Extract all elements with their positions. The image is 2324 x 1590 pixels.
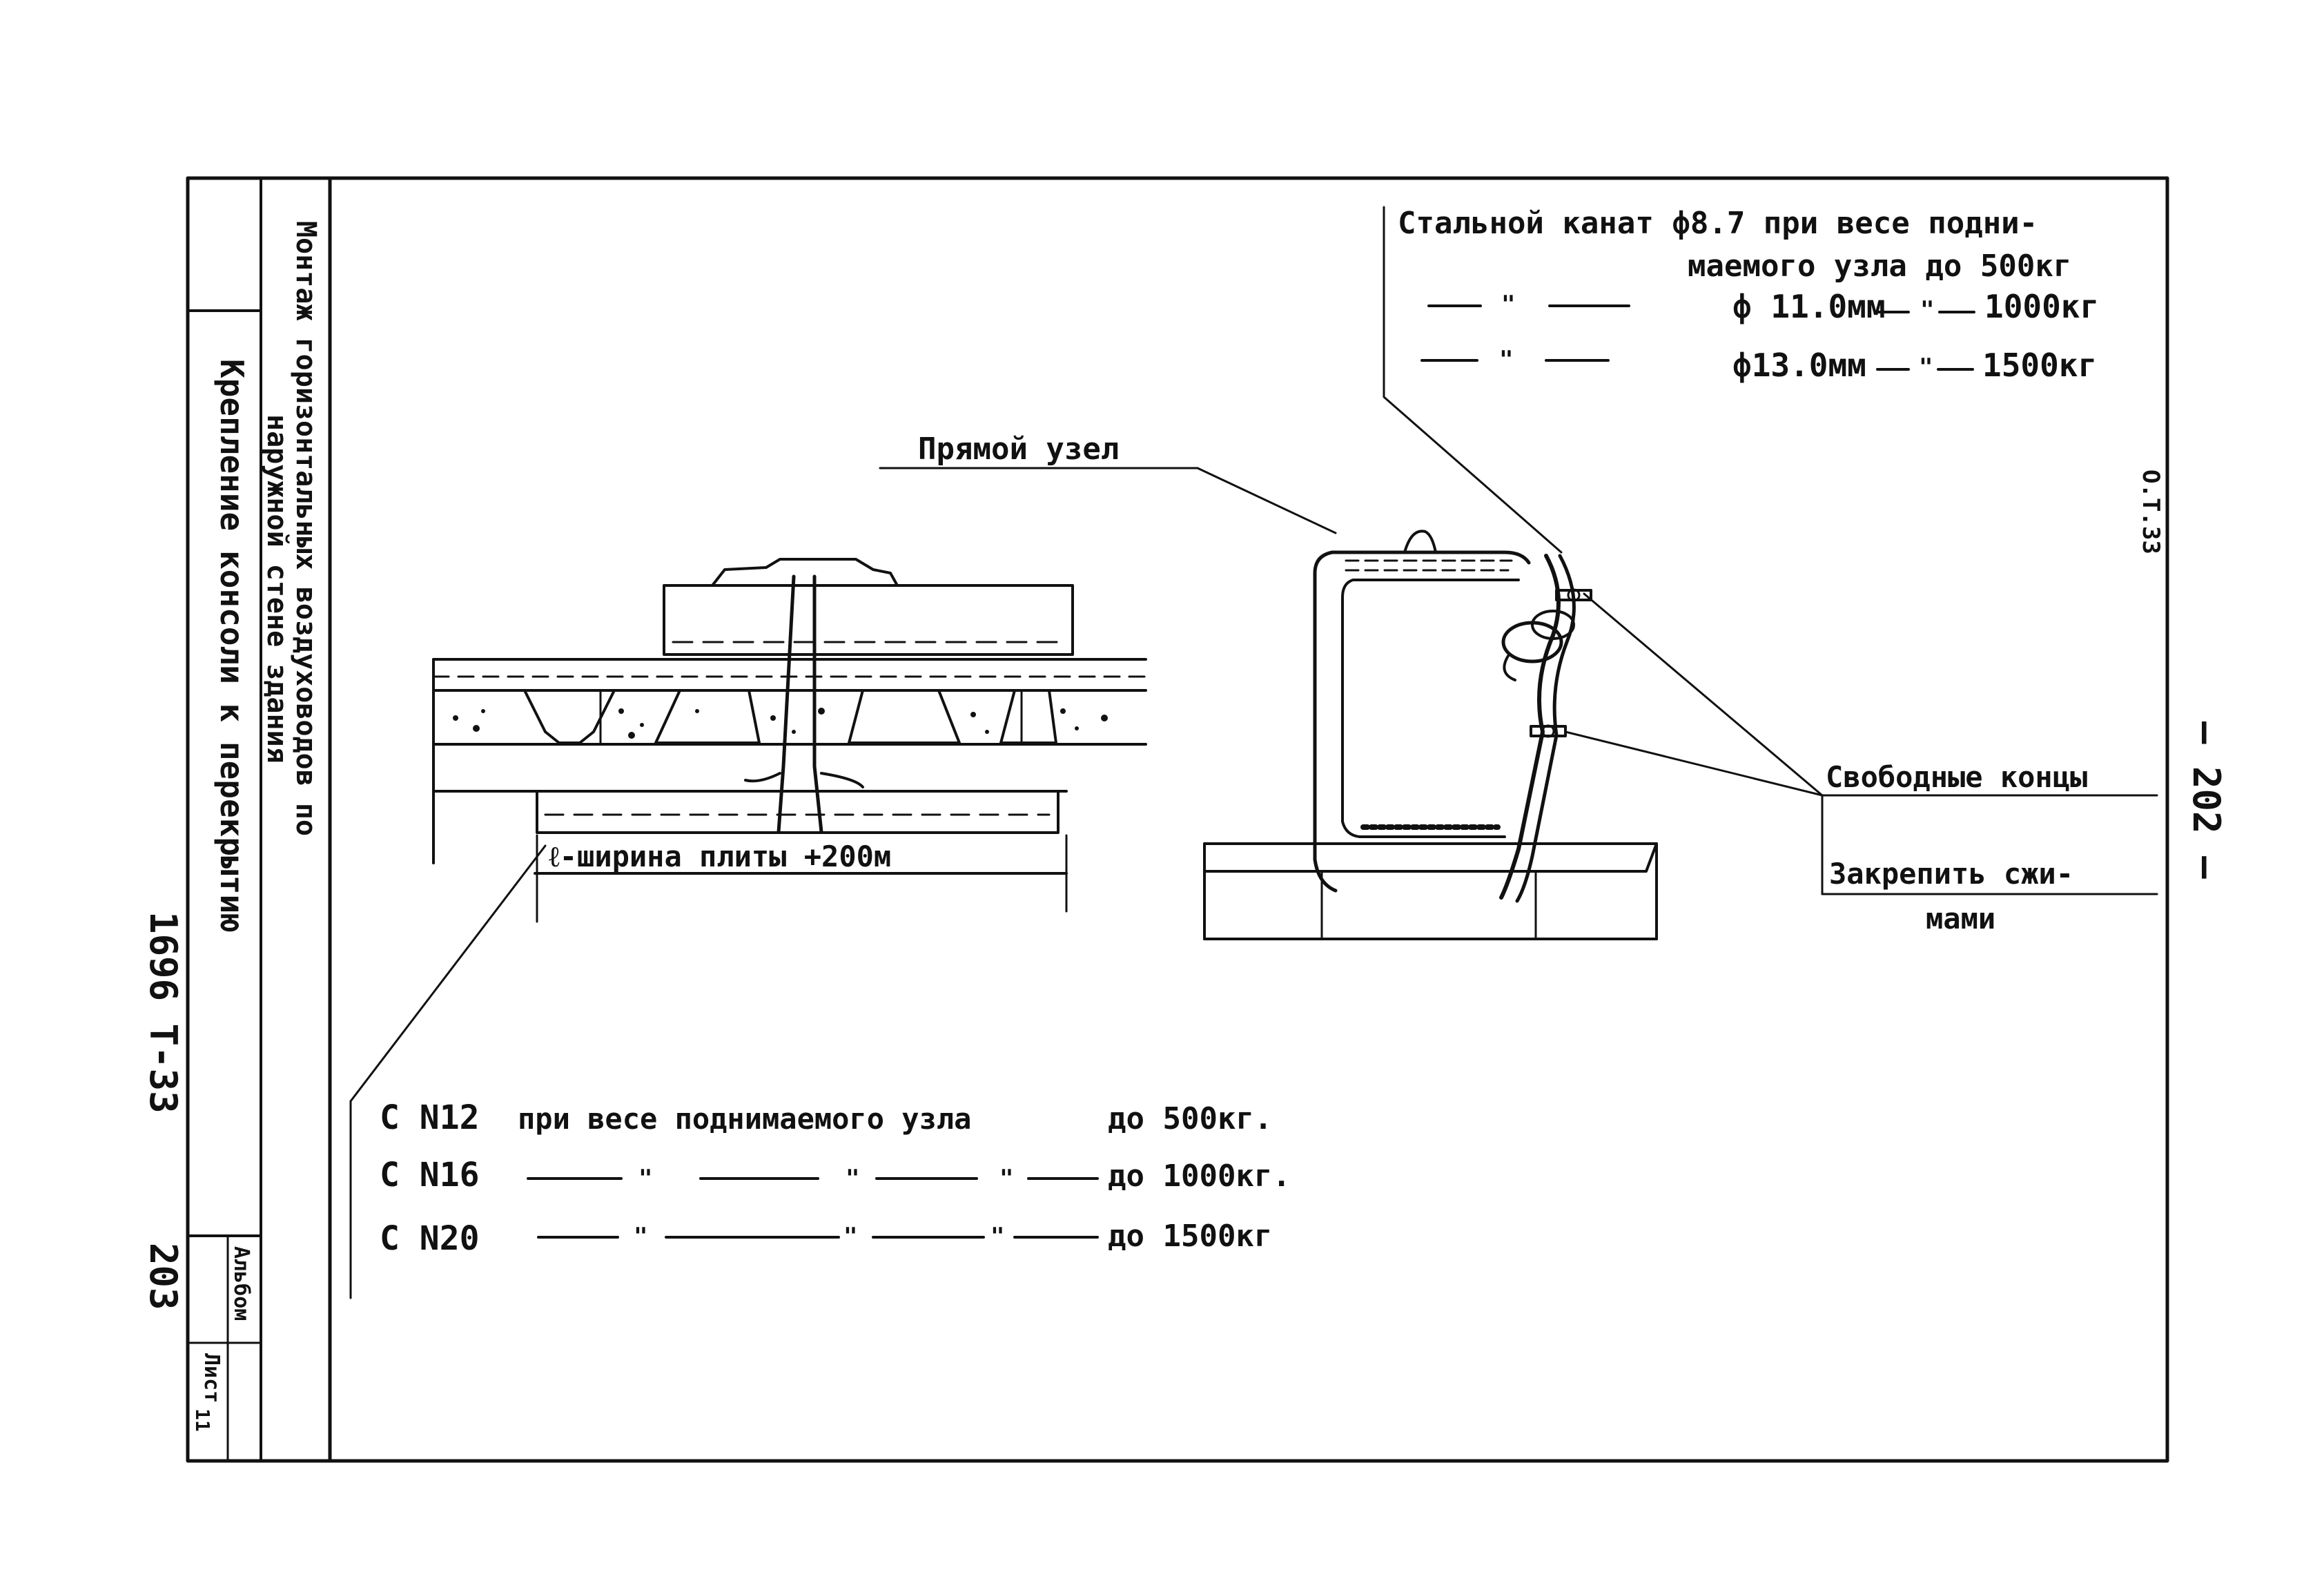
channel-spec-3-weight: до 1500кг [1108,1219,1272,1254]
channel-spec-1-designation: С N12 [380,1098,480,1137]
rope-spec-line2: маемого узла до 500кг [1688,249,2071,284]
svg-text:": " [634,1223,647,1250]
rope-spec-line3-weight: 1000кг [1984,288,2099,325]
page-number-left: 203 [141,1243,185,1310]
rope-spec: Стальной канат ф8.7 при весе подни- маем… [1398,206,2099,384]
slab-section-detail: ℓ-ширина плиты +200м [349,558,1147,1299]
rope-spec-line1: Стальной канат ф8.7 при весе подни- [1398,206,2038,241]
duct-box [663,584,1074,656]
leader-rope-spec [1383,206,1563,554]
title-block: Монтаж горизонтальных воздуховодов по на… [141,221,322,1432]
channel-spec-2-weight: до 1000кг. [1108,1158,1291,1194]
leader-channel-spec [349,844,547,1103]
free-ends-label: Свободные концы [1826,760,2087,794]
channel-spec-3-designation: С N20 [380,1219,480,1258]
leader-straight-knot [1196,467,1337,534]
top-clamp-plate [711,558,899,587]
channel-spec-1-text: при весе поднимаемого узла [518,1102,971,1136]
svg-text:": " [1501,291,1515,318]
concrete-aggregate [453,708,1108,739]
title-line-1: Монтаж горизонтальных воздуховодов по [290,221,322,836]
channel-outer [1313,550,1531,893]
channel-spec-1-weight: до 500кг. [1108,1101,1272,1136]
channel-rope-detail [879,206,2158,940]
clamp-label-line2: мами [1926,902,1995,935]
svg-text:": " [990,1223,1004,1250]
svg-text:": " [638,1165,652,1192]
svg-text:": " [1499,346,1513,374]
sheet-subtitle: Крепление консоли к перекрытию [213,359,251,933]
rope-spec-line4: ф13.0мм [1732,347,1866,384]
rope-spec-line3: ф 11.0мм [1732,288,1886,325]
floor-slab [1203,842,1658,873]
channel-spec-2-designation: С N16 [380,1156,480,1194]
album-label: Альбом [229,1246,253,1321]
straight-knot-label: Прямой узел [918,432,1119,467]
svg-text:": " [1920,296,1934,324]
channel-inner [1341,579,1520,838]
leader-free-ends [1564,592,1824,797]
svg-text:": " [843,1223,857,1250]
lower-channel [536,790,1060,834]
sheet-mark: О.Т.33 [2137,469,2165,554]
drawing-code: 1696 Т-33 [141,911,185,1114]
dimension-label: ℓ-ширина плиты +200м [549,840,891,873]
svg-text:": " [999,1165,1013,1192]
page-number-right: — 202 — [2185,721,2228,879]
album-value: 11 [191,1408,214,1432]
sheet-label: Лист [199,1353,224,1403]
title-line-2: наружной стене здания [261,414,293,764]
clamp-label-line1: Закрепить сжи- [1829,857,2073,891]
channel-spec: С N12 при весе поднимаемого узла до 500к… [380,1098,1291,1258]
rope-clamp-lower [1530,725,1567,737]
steel-rope [1499,554,1561,900]
rope-spec-line4-weight: 1500кг [1982,347,2097,384]
svg-text:": " [1919,353,1933,381]
outer-frame [186,176,2169,1463]
svg-text:": " [846,1165,859,1192]
